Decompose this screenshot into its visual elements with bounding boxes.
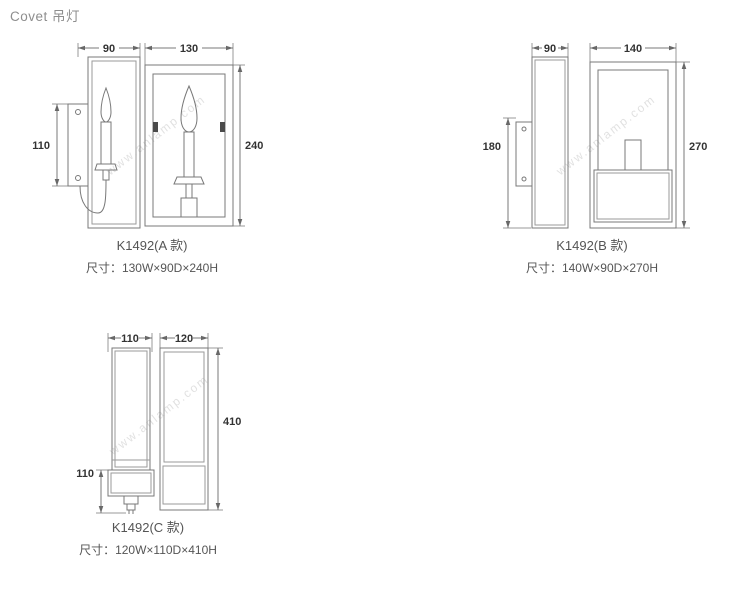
dim-label: 120 <box>175 333 193 345</box>
lamp-a-side-view <box>67 56 141 229</box>
dim-label: 110 <box>121 333 139 345</box>
dim-b-left-height: 180 <box>483 117 531 229</box>
lamp-c-side-view <box>107 347 155 514</box>
dim-c-top-width-2: 120 <box>159 333 209 348</box>
lamp-c-front-view <box>159 347 209 511</box>
drawing-c: 110 120 110 410 <box>76 333 241 514</box>
dim-label: 110 <box>76 468 94 480</box>
dim-a-right-height: 240 <box>233 64 263 227</box>
model-size: 尺寸：120W×110D×410H <box>79 543 217 557</box>
dim-b-top-width: 90 <box>531 43 569 57</box>
lamp-b-side-view <box>515 56 569 229</box>
model-size: 尺寸：130W×90D×240H <box>85 261 219 275</box>
dim-label: 90 <box>544 43 556 55</box>
dim-b-top-width-2: 140 <box>589 43 677 62</box>
dim-label: 180 <box>483 141 501 153</box>
dim-label: 140 <box>624 43 642 55</box>
dim-label: 110 <box>32 140 50 152</box>
dim-label: 410 <box>223 416 241 428</box>
dim-a-top-width: 90 <box>77 43 141 57</box>
dim-c-right-height: 410 <box>208 347 241 511</box>
dim-a-left-height: 110 <box>32 103 68 187</box>
model-name: K1492(B 款) <box>556 238 628 253</box>
page-title: Covet 吊灯 <box>10 9 81 24</box>
lamp-b-front-view <box>589 61 677 229</box>
lamp-a-front-view <box>144 64 234 227</box>
dim-b-right-height: 270 <box>676 61 707 229</box>
dim-c-top-width: 110 <box>107 333 153 352</box>
dim-c-left-height: 110 <box>76 468 126 514</box>
model-name: K1492(C 款) <box>111 520 185 535</box>
dim-label: 130 <box>180 43 198 55</box>
caption-a: K1492(A 款) 尺寸：130W×90D×240H <box>57 238 247 276</box>
dim-label: 270 <box>689 141 707 153</box>
drawing-b: 90 140 180 270 <box>483 43 707 229</box>
caption-c: K1492(C 款) 尺寸：120W×110D×410H <box>53 520 243 558</box>
drawing-a: 90 130 110 240 <box>32 43 263 229</box>
dim-label: 90 <box>103 43 115 55</box>
model-size: 尺寸：140W×90D×270H <box>525 261 659 275</box>
dim-label: 240 <box>245 140 263 152</box>
dim-a-top-width-2: 130 <box>144 43 234 65</box>
model-name: K1492(A 款) <box>116 238 188 253</box>
caption-b: K1492(B 款) 尺寸：140W×90D×270H <box>497 238 687 276</box>
